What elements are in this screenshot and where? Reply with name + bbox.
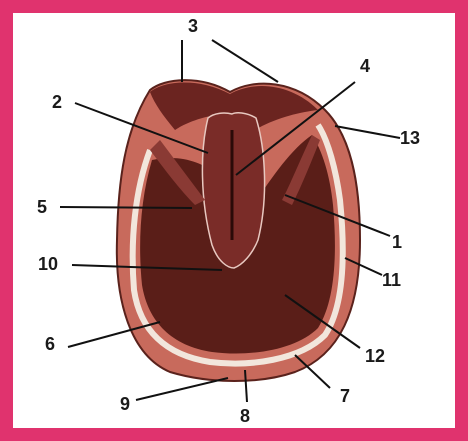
- leader-5: [60, 207, 192, 208]
- label-4: 4: [360, 56, 370, 76]
- label-9: 9: [120, 394, 130, 414]
- label-10: 10: [38, 254, 58, 274]
- leader-13: [335, 126, 400, 138]
- leader-3b: [212, 40, 278, 82]
- label-5: 5: [37, 197, 47, 217]
- label-11: 11: [382, 270, 401, 290]
- label-7: 7: [340, 386, 350, 406]
- label-2: 2: [52, 92, 62, 112]
- label-3: 3: [188, 16, 198, 36]
- label-12: 12: [365, 346, 385, 366]
- label-6: 6: [45, 334, 55, 354]
- label-8: 8: [240, 406, 250, 426]
- label-1: 1: [392, 232, 402, 252]
- label-13: 13: [400, 128, 420, 148]
- leader-9: [136, 378, 228, 400]
